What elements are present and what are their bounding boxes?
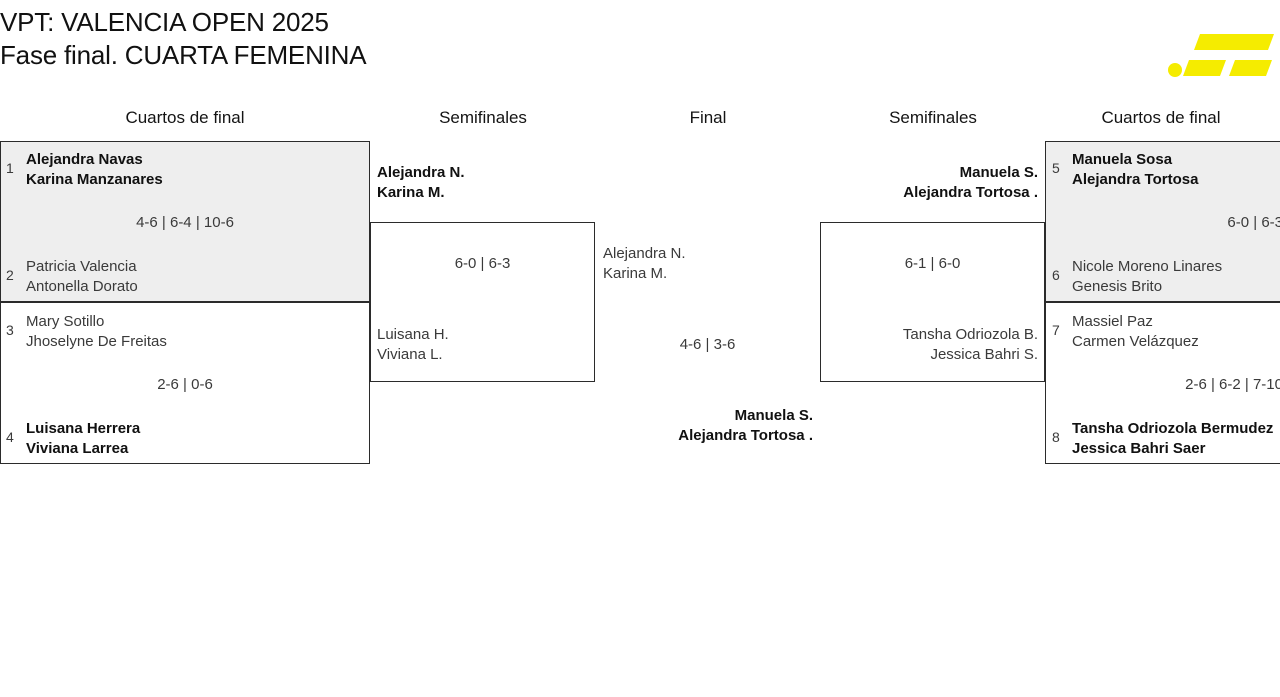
team-qf-left-1-bottom[interactable]: Patricia Valencia Antonella Dorato	[26, 257, 138, 297]
player-name: Manuela S.	[959, 164, 1038, 181]
player-name: Karina Manzanares	[26, 170, 163, 188]
seed-number-6: 6	[1052, 267, 1060, 283]
column-header-qf-left: Cuartos de final	[125, 108, 245, 127]
player-name: Manuela S.	[734, 407, 813, 424]
match-box-qf-right-1[interactable]	[1045, 141, 1280, 302]
player-name: Tansha Odriozola Bermudez	[1072, 420, 1274, 437]
seed-number-4: 4	[6, 429, 14, 445]
team-final-top[interactable]: Alejandra N. Karina M.	[603, 244, 686, 284]
venezuela-padel-tour-logo: VENEZUELA PADEL TOUR.	[1090, 2, 1276, 82]
team-final-bottom[interactable]: Manuela S. Alejandra Tortosa .	[563, 406, 813, 446]
score-sf-left: 6-0 | 6-3	[454, 255, 511, 272]
player-name: Tansha Odriozola B.	[902, 326, 1038, 343]
player-name: Alejandra Tortosa .	[903, 183, 1038, 201]
player-name: Jessica Bahri S.	[930, 345, 1038, 363]
team-qf-right-2-bottom[interactable]: Tansha Odriozola Bermudez Jessica Bahri …	[1072, 419, 1273, 459]
logo-text-tour: TOUR.	[1102, 58, 1169, 81]
team-qf-left-2-bottom[interactable]: Luisana Herrera Viviana Larrea	[26, 419, 140, 459]
player-name: Jhoselyne De Freitas	[26, 332, 167, 350]
page-title-line-1: VPT: VALENCIA OPEN 2025	[0, 7, 329, 37]
player-name: Alejandra Navas	[26, 151, 143, 168]
team-qf-right-1-top[interactable]: Manuela Sosa Alejandra Tortosa	[1072, 150, 1198, 190]
seed-number-3: 3	[6, 322, 14, 338]
seed-number-2: 2	[6, 267, 14, 283]
seed-number-7: 7	[1052, 322, 1060, 338]
player-name: Alejandra Tortosa .	[678, 426, 813, 444]
team-sf-right-bottom[interactable]: Tansha Odriozola B. Jessica Bahri S.	[788, 325, 1038, 365]
player-name: Jessica Bahri Saer	[1072, 439, 1206, 457]
logo-text-venezuela: VENEZUELA	[1098, 6, 1230, 29]
player-name: Patricia Valencia	[26, 258, 137, 275]
team-sf-left-top[interactable]: Alejandra N. Karina M.	[377, 163, 465, 203]
player-name: Antonella Dorato	[26, 277, 138, 295]
page-title-line-2: Fase final. CUARTA FEMENINA	[0, 40, 367, 71]
seed-number-1: 1	[6, 160, 14, 176]
player-name: Massiel Paz	[1072, 313, 1153, 330]
player-name: Viviana L.	[377, 345, 443, 363]
column-header-sf-right: Semifinales	[889, 108, 977, 127]
seed-number-8: 8	[1052, 429, 1060, 445]
score-qf-left-1: 4-6 | 6-4 | 10-6	[136, 214, 234, 231]
player-name: Genesis Brito	[1072, 277, 1163, 295]
score-final: 4-6 | 3-6	[679, 336, 736, 353]
team-sf-left-bottom[interactable]: Luisana H. Viviana L.	[377, 325, 449, 365]
player-name: Mary Sotillo	[26, 313, 105, 330]
player-name: Viviana Larrea	[26, 439, 129, 457]
player-name: Nicole Moreno Linares	[1072, 258, 1223, 275]
match-box-sf-right[interactable]	[820, 222, 1045, 382]
player-name: Luisana Herrera	[26, 420, 141, 437]
player-name: Alejandra Tortosa	[1072, 170, 1199, 188]
team-sf-right-top[interactable]: Manuela S. Alejandra Tortosa .	[788, 163, 1038, 203]
match-box-sf-left[interactable]	[370, 222, 595, 382]
player-name: Luisana H.	[377, 326, 449, 343]
player-name: Carmen Velázquez	[1072, 332, 1199, 350]
score-qf-right-1: 6-0 | 6-3	[1227, 214, 1280, 231]
team-qf-right-1-bottom[interactable]: Nicole Moreno Linares Genesis Brito	[1072, 257, 1222, 297]
logo-graphic: VENEZUELA PADEL TOUR.	[1097, 5, 1274, 82]
player-name: Alejandra N.	[377, 164, 465, 181]
score-sf-right: 6-1 | 6-0	[904, 255, 961, 272]
player-name: Karina M.	[377, 183, 445, 201]
team-qf-right-2-top[interactable]: Massiel Paz Carmen Velázquez	[1072, 312, 1199, 352]
page-title: VPT: VALENCIA OPEN 2025 Fase final. CUAR…	[0, 6, 367, 73]
team-qf-left-1-top[interactable]: Alejandra Navas Karina Manzanares	[26, 150, 163, 190]
column-header-final: Final	[689, 108, 727, 127]
match-box-qf-left-1[interactable]	[0, 141, 370, 302]
player-name: Manuela Sosa	[1072, 151, 1173, 168]
column-header-sf-left: Semifinales	[439, 108, 527, 127]
column-header-qf-right: Cuartos de final	[1101, 108, 1221, 127]
logo-text-padel: PADEL	[1100, 32, 1172, 55]
team-qf-left-2-top[interactable]: Mary Sotillo Jhoselyne De Freitas	[26, 312, 167, 352]
match-box-qf-left-2[interactable]	[0, 302, 370, 464]
score-qf-left-2: 2-6 | 0-6	[157, 376, 213, 393]
match-box-qf-right-2[interactable]	[1045, 302, 1280, 464]
logo-accent-shapes	[1168, 34, 1274, 77]
seed-number-5: 5	[1052, 160, 1060, 176]
player-name: Karina M.	[603, 264, 668, 282]
score-qf-right-2: 2-6 | 6-2 | 7-10	[1185, 376, 1280, 393]
player-name: Alejandra N.	[603, 245, 686, 262]
